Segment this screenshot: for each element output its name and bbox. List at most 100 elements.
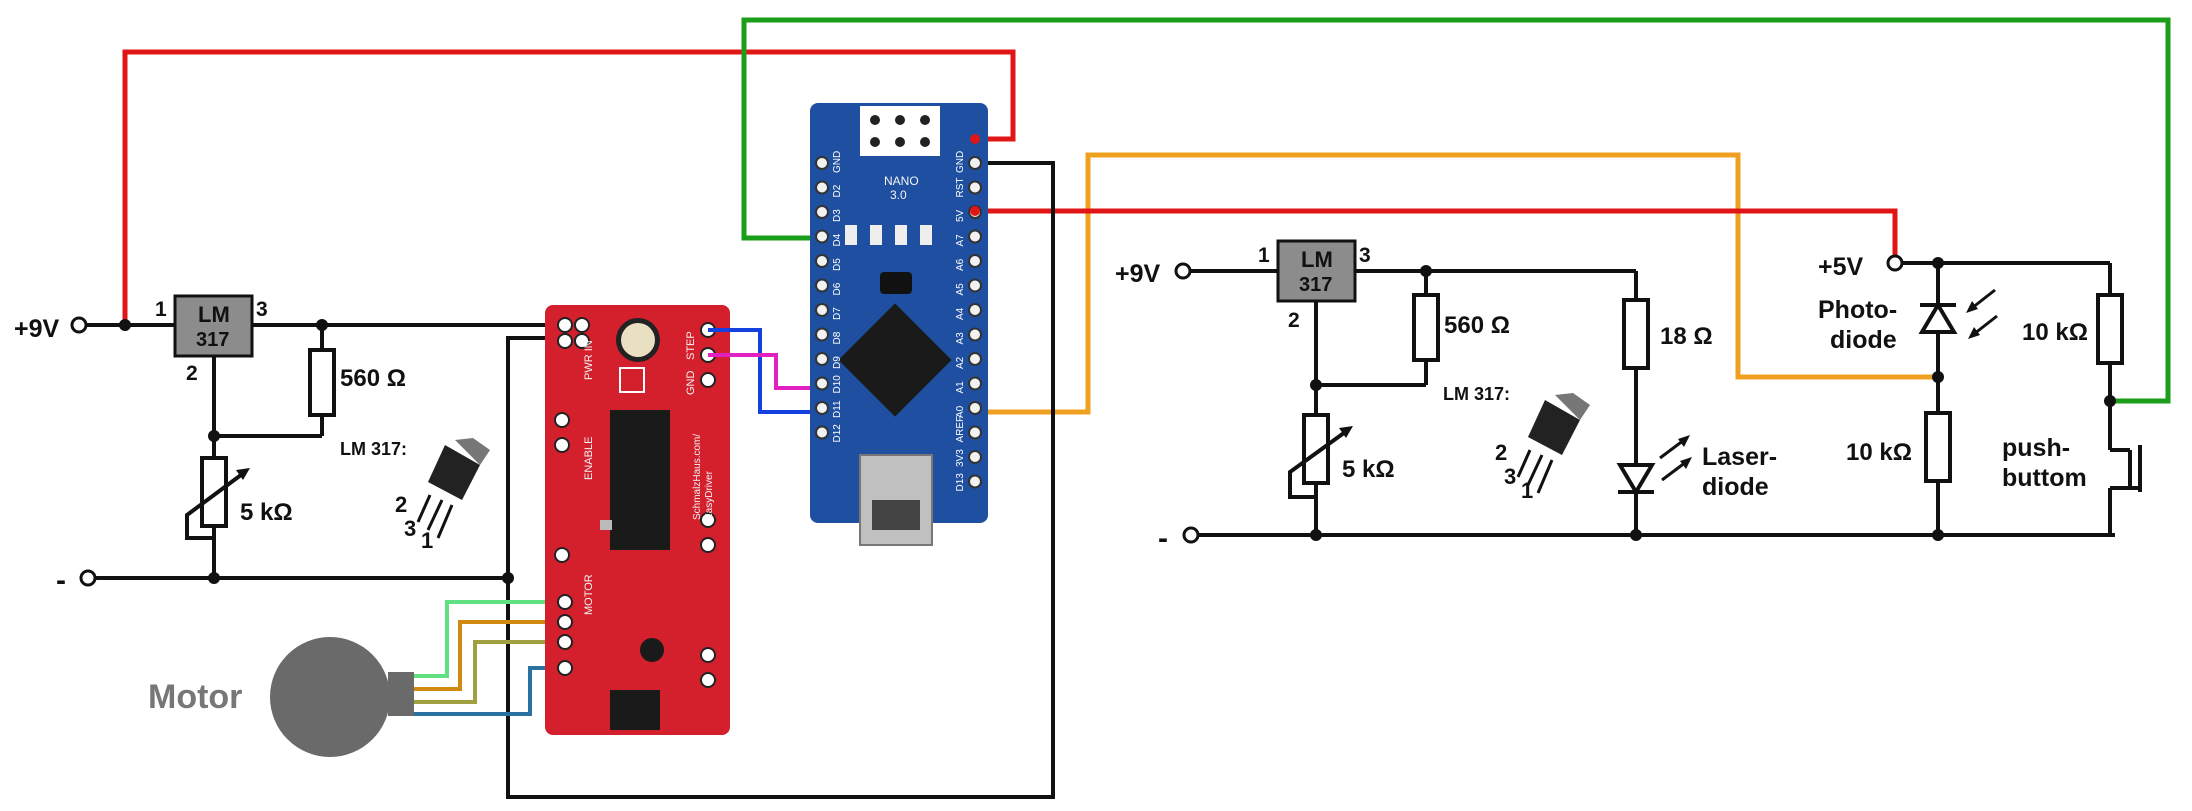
easydriver-pin-enable: ENABLE: [583, 437, 595, 480]
label-button-line2: buttom: [2002, 464, 2087, 492]
photodiode-symbol: [1918, 288, 1998, 339]
nano-right-pin-d13: [968, 474, 982, 489]
label-laser-line2: diode: [1702, 473, 1769, 501]
label-resistor-10k-bottom: 10 kΩ: [1846, 439, 1912, 466]
pinout-left-pin-c: 1: [421, 528, 433, 553]
nano-right-pin-a0: [968, 401, 982, 415]
pinout-left-pin-b: 3: [404, 516, 416, 541]
nano-left-pin-label: D8: [832, 331, 843, 344]
nano-left-pin-label: D12: [832, 424, 843, 443]
lm317-name-line2-right: 317: [1299, 274, 1332, 296]
nano-left-pin-d6: [815, 278, 829, 293]
nano-left-pin-gnd: [815, 156, 829, 170]
laser-diode-symbol: [1616, 435, 1692, 496]
nano-left-pin-label: D9: [832, 356, 843, 369]
nano-right-pin-label: A4: [955, 307, 966, 320]
terminal-minus-right[interactable]: [1182, 526, 1200, 544]
nano-right-pin-rst: [968, 180, 982, 195]
potentiometer-5k-left: [200, 456, 228, 528]
lm317-regulator-left: [173, 294, 254, 358]
easydriver-pin-gnd: GND: [685, 371, 697, 396]
resistor-560-right: [1412, 293, 1440, 362]
push-button-symbol[interactable]: [2110, 445, 2142, 492]
lm317-pin1-right: 1: [1258, 244, 1270, 267]
motor: [270, 600, 565, 757]
nano-right-pin-aref: [968, 425, 982, 440]
nano-left-pin-d8: [815, 327, 829, 342]
nano-title: NANO: [884, 174, 919, 188]
nano-left-pin-d5: [815, 254, 829, 268]
label-motor: Motor: [148, 678, 242, 716]
nano-right-pin-label: A6: [955, 258, 966, 271]
label-plus5v: +5V: [1818, 253, 1864, 281]
nano-right-pin-a7: [968, 229, 982, 244]
lm317-name-line1-left: LM: [198, 302, 230, 327]
motor-body: [270, 637, 390, 757]
label-lm317-pinout-right: LM 317:: [1443, 384, 1510, 404]
pinout-right-pin-b: 3: [1504, 464, 1516, 489]
pinout-right-pin-a: 2: [1495, 440, 1507, 465]
label-button-line1: push-: [2002, 434, 2070, 462]
resistor-560-left: [308, 348, 336, 417]
left-regulator-circuit: [70, 294, 562, 587]
nano-right-pin-label: 3V3: [955, 449, 966, 467]
blue-wire-step-to-d9: [708, 328, 822, 414]
nano-right-pin-label: A0: [955, 405, 966, 418]
nano-right-pin-label: A5: [955, 283, 966, 296]
nano-left-pin-label: D11: [832, 400, 843, 418]
lm317-pin2-left: 2: [186, 362, 198, 385]
lm317-pin3-right: 3: [1359, 244, 1371, 267]
nano-right-pin-a3: [968, 327, 982, 342]
easydriver-brand-2: EasyDriver: [704, 470, 715, 520]
nano-right-pin-label: A7: [955, 234, 966, 247]
nano-left-pin-d11: [815, 401, 829, 415]
nano-left-pin-d2: [815, 180, 829, 195]
nano-left-pin-label: D5: [832, 258, 843, 271]
right-regulator-circuit: [1174, 239, 2115, 544]
label-photodiode-line1: Photo-: [1818, 296, 1897, 324]
label-resistor-560-right: 560 Ω: [1444, 312, 1510, 339]
nano-right-pin-3v3: [968, 450, 982, 464]
orange-wire-a1-to-photodiode: [975, 152, 1938, 415]
nano-right-pin-a4: [968, 303, 982, 317]
lm317-pin2-right: 2: [1288, 309, 1300, 332]
nano-left-pin-label: D4: [832, 233, 843, 246]
lm317-package-icon-right: [1516, 393, 1590, 494]
lm317-pin1-left: 1: [155, 298, 167, 321]
lm317-package-icon-left: [416, 438, 490, 539]
terminal-minus-left[interactable]: [79, 569, 97, 587]
magenta-wire-dir-to-d8: [708, 353, 822, 390]
easydriver-brand-1: SchmalzHaus.com/: [692, 434, 703, 520]
nano-right-pin-a2: [968, 352, 982, 366]
label-plus9v-left: +9V: [14, 315, 60, 343]
nano-left-pin-d9: [815, 352, 829, 366]
lm317-name-line2-left: 317: [196, 329, 229, 351]
nano-left-pin-label: GND: [832, 151, 843, 173]
resistor-10k-top: [2096, 293, 2124, 365]
easydriver-pin-step: STEP: [685, 331, 697, 360]
nano-right-pin-label: A1: [955, 381, 966, 394]
nano-left-pin-label: D6: [832, 282, 843, 295]
label-pot-5k-right: 5 kΩ: [1342, 456, 1395, 483]
nano-left-pin-label: D7: [832, 307, 843, 320]
terminal-plus5v[interactable]: [1886, 254, 1904, 272]
label-resistor-560-left: 560 Ω: [340, 365, 406, 392]
easydriver-board: [545, 305, 730, 735]
green-wire-d2-to-button: [741, 17, 2171, 404]
nano-left-pin-label: D3: [832, 209, 843, 222]
terminal-plus9v-right[interactable]: [1174, 262, 1192, 280]
nano-right-pin-gnd: [968, 156, 982, 170]
nano-left-pin-d4: [815, 229, 829, 244]
nano-version: 3.0: [890, 188, 907, 202]
terminal-plus9v-left[interactable]: [70, 316, 88, 334]
pinout-right-pin-c: 1: [1521, 478, 1533, 503]
black-wire-nano-gnd: [506, 161, 1055, 799]
nano-right-pin-label: AREF: [955, 416, 966, 443]
lm317-regulator-right: [1276, 239, 1357, 303]
nano-left-pin-d12: [815, 425, 829, 440]
easydriver-pin-pwr-in: PWR IN: [583, 340, 595, 380]
easydriver-pin-motor: MOTOR: [583, 574, 595, 615]
